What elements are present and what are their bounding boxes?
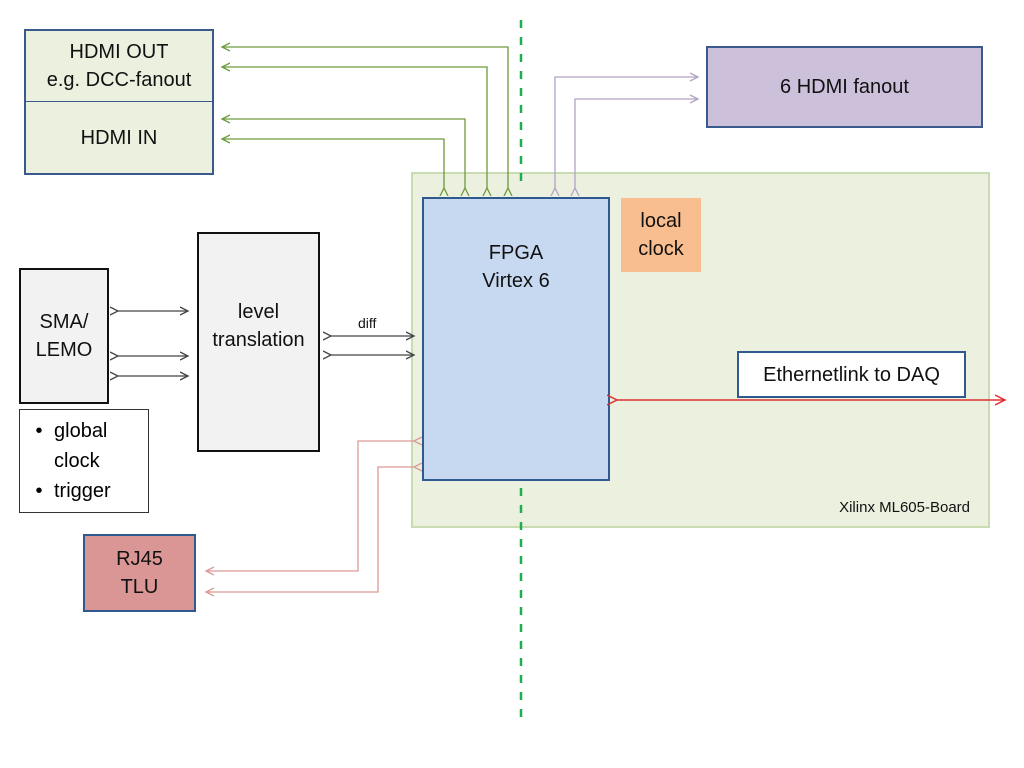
- hdmi-out-line1: HDMI OUT: [69, 41, 169, 63]
- bullet-marker: •: [35, 480, 43, 502]
- level-line1: level: [237, 301, 280, 323]
- level-line2: translation: [212, 329, 305, 351]
- sma-lemo-box: SMA/ LEMO: [19, 268, 109, 404]
- sma-line2: LEMO: [35, 339, 93, 361]
- level-translation-box: level translation: [197, 232, 320, 452]
- local-clock-line2: clock: [638, 238, 684, 260]
- list-item-text: clock: [54, 450, 100, 472]
- fpga-line2: Virtex 6: [482, 270, 550, 292]
- hdmi-wires: [222, 47, 508, 188]
- list-item: clock: [24, 446, 144, 476]
- diff-label: diff: [358, 315, 377, 331]
- local-clock-line1: local: [640, 210, 682, 232]
- sma-line1: SMA/: [39, 311, 89, 333]
- hdmi-in-box: HDMI IN: [24, 101, 214, 175]
- fanout-wires: [555, 77, 698, 188]
- list-item-text: global: [54, 420, 108, 442]
- rj45-tlu-box: RJ45 TLU: [83, 534, 196, 612]
- local-clock-box: local clock: [621, 198, 701, 272]
- hdmi-fanout-label: 6 HDMI fanout: [780, 76, 909, 98]
- list-item: • global: [24, 416, 144, 446]
- hdmi-fanout-box: 6 HDMI fanout: [706, 46, 983, 128]
- board-label: Xilinx ML605-Board: [839, 499, 970, 516]
- hdmi-out-box: HDMI OUT e.g. DCC-fanout: [24, 29, 214, 102]
- rj45-line1: RJ45: [116, 548, 163, 570]
- fpga-line1: FPGA: [488, 242, 544, 264]
- ethernet-label: Ethernetlink to DAQ: [763, 363, 940, 386]
- list-item: • trigger: [24, 476, 144, 506]
- rj45-wires: [206, 441, 414, 592]
- diff-wires: [331, 336, 414, 355]
- hdmi-in-label: HDMI IN: [80, 126, 158, 149]
- rj45-line2: TLU: [120, 576, 159, 598]
- bullet-marker: •: [35, 420, 43, 442]
- hdmi-out-line2: e.g. DCC-fanout: [46, 69, 192, 91]
- signal-list: • global clock • trigger: [19, 409, 149, 513]
- list-item-text: trigger: [54, 480, 111, 502]
- sma-level-wires: [118, 311, 188, 376]
- fpga-box: FPGA Virtex 6: [422, 197, 610, 481]
